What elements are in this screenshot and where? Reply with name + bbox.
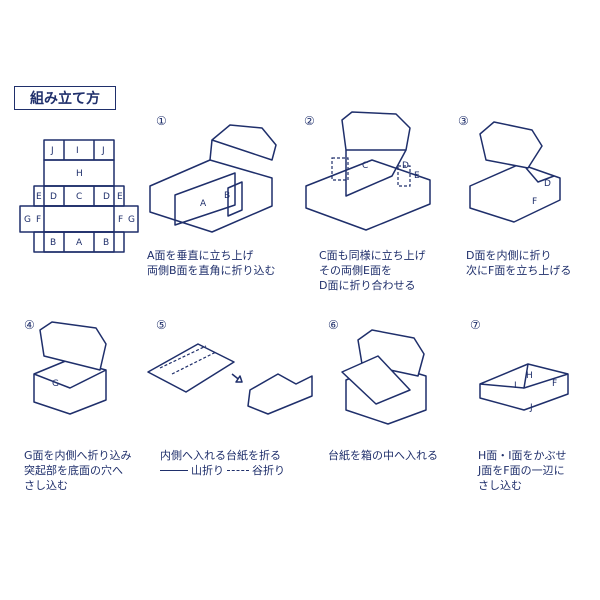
step-number: ⑤ [156, 318, 167, 332]
step-number: ① [156, 114, 167, 128]
net-label: H [76, 169, 83, 179]
valley-fold-label: 谷折り [252, 464, 285, 477]
step4-caption: G面を内側へ折り込み 突起部を底面の穴へ さし込む [24, 448, 132, 493]
step2-illustration: C D E [305, 111, 431, 231]
net-label: D [50, 192, 57, 202]
caption-line: H面・I面をかぶせ [478, 449, 567, 462]
step2-caption: C面も同様に立ち上げ その両側E面を D面に折り合わせる [319, 248, 426, 293]
caption-line: 台紙を箱の中へ入れる [328, 449, 438, 462]
step2-label: D [402, 161, 409, 171]
step3-caption: D面を内側に折り 次にF面を立ち上げる [466, 248, 571, 278]
net-label: C [76, 192, 82, 202]
net-label: A [76, 238, 83, 248]
caption-line: D面を内側に折り [466, 249, 552, 262]
step7-illustration: H I F J [479, 363, 569, 413]
net-outline [19, 139, 139, 253]
caption-line: 次にF面を立ち上げる [466, 264, 572, 277]
step6-illustration [341, 329, 427, 425]
step3-label: F [532, 197, 537, 207]
caption-line: さし込む [478, 479, 522, 492]
caption-line: 突起部を底面の穴へ [24, 464, 123, 477]
step7-caption: H面・I面をかぶせ J面をF面の一辺に さし込む [478, 448, 567, 493]
net-label: I [76, 146, 79, 156]
step6-caption: 台紙を箱の中へ入れる [328, 448, 438, 463]
page-title: 組み立て方 [14, 86, 116, 110]
step5-caption: 内側へ入れる台紙を折る 山折り 谷折り [160, 448, 285, 478]
caption-line: その両側E面を [319, 264, 392, 277]
step7-label: F [552, 379, 557, 389]
net-label: F [118, 215, 123, 225]
caption-line: さし込む [24, 479, 68, 492]
step-number: ② [304, 114, 315, 128]
net-labels: J I J H E D C D E G F F G B A B [24, 146, 135, 248]
net-label: E [36, 192, 42, 202]
mountain-fold-line-icon [160, 470, 188, 471]
step2-label: E [414, 171, 420, 181]
step1-illustration: A B [149, 124, 277, 233]
step5-illustration [147, 343, 313, 415]
step2-label: C [362, 161, 368, 171]
caption-line: C面も同様に立ち上げ [319, 249, 426, 262]
net-label: B [103, 238, 109, 248]
step1-caption: A面を垂直に立ち上げ 両側B面を直角に折り込む [147, 248, 276, 278]
caption-line: 内側へ入れる台紙を折る [160, 449, 281, 462]
net-label: B [50, 238, 56, 248]
step-number: ⑦ [470, 318, 481, 332]
net-label: G [128, 215, 135, 225]
step7-label: J [529, 403, 533, 413]
caption-line: D面に折り合わせる [319, 279, 416, 292]
caption-line: A面を垂直に立ち上げ [147, 249, 254, 262]
mountain-fold-label: 山折り [191, 464, 224, 477]
net-label: J [101, 146, 105, 156]
step7-label: I [514, 381, 517, 391]
step1-label: A [200, 199, 207, 209]
net-label: J [50, 146, 54, 156]
net-label: F [36, 215, 41, 225]
step-number: ④ [24, 318, 35, 332]
net-label: G [24, 215, 31, 225]
fold-legend: 山折り 谷折り [160, 463, 285, 478]
step7-label: H [526, 371, 533, 381]
caption-line: 両側B面を直角に折り込む [147, 264, 276, 277]
net-label: D [103, 192, 110, 202]
step-number: ⑥ [328, 318, 339, 332]
caption-line: G面を内側へ折り込み [24, 449, 132, 462]
step3-label: D [544, 179, 551, 189]
step4-illustration: G [33, 321, 107, 415]
step3-illustration: D F [469, 121, 561, 223]
caption-line: J面をF面の一辺に [478, 464, 565, 477]
step1-label: B [224, 191, 230, 201]
step4-label: G [52, 379, 59, 389]
step-number: ③ [458, 114, 469, 128]
valley-fold-line-icon [227, 470, 249, 471]
net-label: E [117, 192, 123, 202]
